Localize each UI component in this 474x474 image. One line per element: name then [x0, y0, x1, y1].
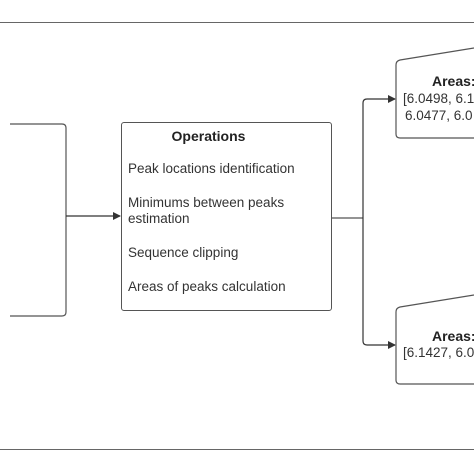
output-top-line: [6.0498, 6.1	[403, 91, 474, 106]
operation-item: Minimums between peaks estimation	[128, 195, 285, 226]
diagram-frame	[0, 22, 474, 450]
output-bottom-line: [6.1427, 6.0	[403, 345, 474, 360]
output-bottom-title: Areas:	[432, 328, 474, 344]
operation-item: Sequence clipping	[128, 245, 239, 260]
operation-item: Areas of peaks calculation	[128, 279, 286, 294]
operations-title: Operations	[171, 128, 246, 144]
input-bracket-line	[10, 123, 67, 317]
operation-item: Peak locations identification	[128, 161, 295, 176]
output-arrow-top	[362, 95, 396, 218]
output-arrow-bottom	[362, 218, 396, 349]
output-top-line: 6.0477, 6.0	[405, 108, 473, 123]
operations-box: Operations Peak locations identification…	[121, 122, 332, 311]
output-box-top	[395, 47, 474, 139]
output-top-title: Areas:	[432, 73, 474, 89]
output-box-bottom	[395, 294, 474, 385]
